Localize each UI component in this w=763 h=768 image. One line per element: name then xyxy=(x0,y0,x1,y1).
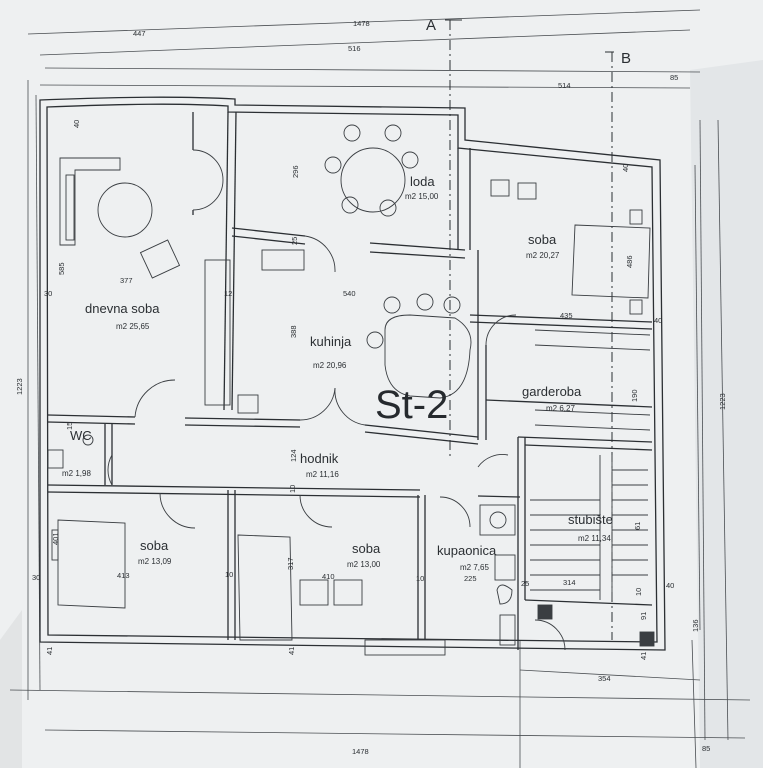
room-area-soba-sw: m2 13,09 xyxy=(138,557,172,566)
dim-40-a: 40 xyxy=(72,120,81,128)
dim-30-a: 30 xyxy=(44,289,52,298)
dim-540: 540 xyxy=(343,289,356,298)
room-name-hodnik: hodnik xyxy=(300,451,339,466)
dim-40-d: 40 xyxy=(666,581,674,590)
dim-317: 317 xyxy=(286,557,295,570)
dim-190: 190 xyxy=(630,389,639,402)
room-area-soba-ne: m2 20,27 xyxy=(526,251,560,260)
room-name-dnevna: dnevna soba xyxy=(85,301,160,316)
dim-30-b: 30 xyxy=(32,573,40,582)
dim-top-516: 516 xyxy=(348,44,361,53)
room-area-kuhinja: m2 20,96 xyxy=(313,361,347,370)
dimension-lines xyxy=(9,9,751,768)
dim-91: 91 xyxy=(639,612,648,620)
room-area-dnevna: m2 25,65 xyxy=(116,322,150,331)
dim-41-b: 41 xyxy=(287,647,296,655)
dim-136: 136 xyxy=(691,619,700,632)
sheet-label: St-2 xyxy=(375,383,448,427)
dim-413: 413 xyxy=(117,571,130,580)
door-swings xyxy=(107,149,566,651)
room-name-stubiste: stubište xyxy=(568,512,613,527)
dim-40-b: 40 xyxy=(621,164,630,172)
dim-41-a: 41 xyxy=(45,647,54,655)
room-name-soba-s: soba xyxy=(352,541,381,556)
room-name-soba-ne: soba xyxy=(528,232,557,247)
dim-bottom-1478: 1478 xyxy=(352,747,369,756)
room-name-wc: WC xyxy=(70,428,92,443)
dim-bottom-85: 85 xyxy=(702,744,710,753)
dim-15: 15 xyxy=(65,422,74,430)
paper-shadow-right xyxy=(690,60,763,768)
room-name-kuhinja: kuhinja xyxy=(310,334,352,349)
dim-435: 435 xyxy=(560,311,573,320)
dim-410: 410 xyxy=(322,572,335,581)
room-area-wc: m2 1,98 xyxy=(62,469,91,478)
dim-124: 124 xyxy=(289,449,298,462)
grid-mark-a: A xyxy=(426,17,436,34)
room-name-kupaonica: kupaonica xyxy=(437,543,497,558)
room-name-loda: loda xyxy=(410,174,435,189)
building-walls xyxy=(39,96,666,651)
room-area-loda: m2 15,00 xyxy=(405,192,439,201)
dim-25-a: 25 xyxy=(290,237,299,245)
dim-10-a: 10 xyxy=(288,485,297,493)
dim-225: 225 xyxy=(464,574,477,583)
room-name-soba-sw: soba xyxy=(140,538,169,553)
dim-top-1478: 1478 xyxy=(353,19,370,28)
dim-right-1223: 1223 xyxy=(718,393,727,410)
room-area-kupaonica: m2 7,65 xyxy=(460,563,489,572)
dim-296: 296 xyxy=(291,165,300,178)
dim-486: 486 xyxy=(625,255,634,268)
room-area-stubiste: m2 11,34 xyxy=(578,534,611,543)
dim-25-b: 25 xyxy=(521,579,529,588)
dim-377: 377 xyxy=(120,276,133,285)
dim-top-85: 85 xyxy=(670,73,678,82)
dim-bottom-354: 354 xyxy=(598,674,611,683)
dimension-labels: 447 1478 516 514 85 1478 85 354 1223 122… xyxy=(15,19,727,756)
paper-curl-left xyxy=(0,610,22,768)
dim-12: 12 xyxy=(224,289,232,298)
room-area-hodnik: m2 11,16 xyxy=(306,470,339,479)
dim-left-1223: 1223 xyxy=(15,378,24,395)
dim-401: 401 xyxy=(51,532,60,545)
dim-10-d: 10 xyxy=(634,588,643,596)
room-area-garderoba: m2 6,27 xyxy=(546,404,575,413)
dim-10-c: 10 xyxy=(416,574,424,583)
room-name-garderoba: garderoba xyxy=(522,384,582,399)
grid-mark-b: B xyxy=(621,50,631,67)
room-area-soba-s: m2 13,00 xyxy=(347,560,381,569)
dim-top-514: 514 xyxy=(558,81,571,90)
dim-40-c: 40 xyxy=(654,316,662,325)
grid-axis-a xyxy=(445,19,462,460)
furniture xyxy=(47,124,655,656)
dim-41-c: 41 xyxy=(639,652,648,660)
dim-585: 585 xyxy=(57,262,66,275)
dim-61: 61 xyxy=(633,522,642,530)
dim-10-b: 10 xyxy=(225,570,233,579)
dim-388: 388 xyxy=(289,325,298,338)
dim-top-447: 447 xyxy=(133,29,146,38)
dim-314: 314 xyxy=(563,578,576,587)
